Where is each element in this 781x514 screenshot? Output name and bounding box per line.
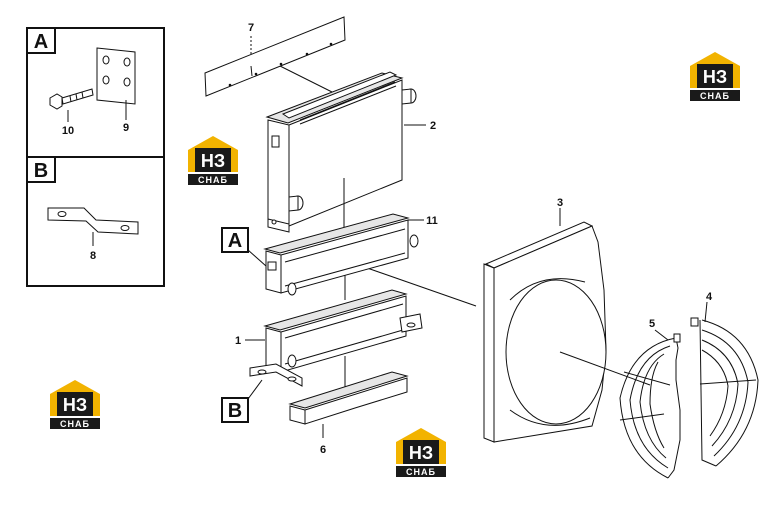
brand-logo-lower-left: НЗ СНАБ bbox=[50, 380, 100, 429]
label-part-9: 9 bbox=[123, 122, 129, 134]
shroud-part-3 bbox=[483, 221, 607, 443]
svg-text:НЗ: НЗ bbox=[703, 67, 727, 87]
svg-text:НЗ: НЗ bbox=[63, 395, 87, 415]
bracket-part-8 bbox=[47, 207, 139, 235]
label-part-7: 7 bbox=[248, 22, 254, 34]
label-part-5: 5 bbox=[649, 318, 655, 330]
strip-part-7 bbox=[204, 16, 346, 97]
detail-box-b: B 8 bbox=[26, 156, 139, 262]
svg-text:СНАБ: СНАБ bbox=[700, 91, 730, 101]
svg-text:НЗ: НЗ bbox=[201, 151, 225, 171]
label-part-8: 8 bbox=[90, 250, 96, 262]
callout-a: A bbox=[221, 227, 267, 267]
cooler-part-1 bbox=[249, 289, 423, 387]
detail-panel: A 10 9 B bbox=[26, 27, 165, 287]
fan-guard-part-5 bbox=[619, 333, 681, 479]
label-part-6: 6 bbox=[320, 444, 326, 456]
label-part-1: 1 bbox=[235, 335, 241, 347]
svg-text:СНАБ: СНАБ bbox=[60, 419, 90, 429]
svg-text:B: B bbox=[228, 400, 242, 422]
radiator-part-2 bbox=[265, 71, 417, 233]
callout-b: B bbox=[221, 379, 263, 423]
brand-logo-upper-left: НЗ СНАБ bbox=[188, 136, 238, 185]
cooler-part-11 bbox=[263, 213, 419, 296]
brand-logo-top-right: НЗ СНАБ bbox=[690, 52, 740, 101]
foam-part-6 bbox=[288, 371, 409, 425]
label-part-11: 11 bbox=[426, 215, 438, 227]
detail-box-b-letter: B bbox=[34, 160, 48, 182]
bolt-part-10 bbox=[49, 88, 94, 110]
plate-part-9 bbox=[96, 47, 136, 105]
label-part-2: 2 bbox=[430, 120, 436, 132]
svg-text:A: A bbox=[228, 230, 242, 252]
svg-text:НЗ: НЗ bbox=[409, 443, 433, 463]
label-part-3: 3 bbox=[557, 197, 563, 209]
fan-guard-part-4 bbox=[690, 317, 759, 467]
svg-text:СНАБ: СНАБ bbox=[198, 175, 228, 185]
detail-box-a: A 10 9 bbox=[26, 27, 136, 137]
svg-text:СНАБ: СНАБ bbox=[406, 467, 436, 477]
detail-box-a-letter: A bbox=[34, 31, 48, 53]
label-part-4: 4 bbox=[706, 291, 713, 303]
label-part-10: 10 bbox=[62, 125, 74, 137]
brand-logo-bottom-center: НЗ СНАБ bbox=[396, 428, 446, 477]
